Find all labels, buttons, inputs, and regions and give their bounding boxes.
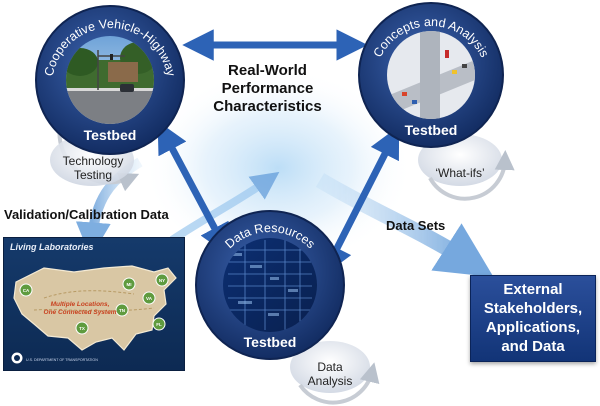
arc-data-analysis-fill [290,341,370,393]
arc-data-analysis [298,362,380,405]
hub-concepts-and-analysis: Concepts and Analysis Testbed [358,2,504,148]
hub-cooperative-vehicle-highway: Cooperative Vehicle-Highway Testbed [35,5,185,155]
label-technology-testing: Technology Testing [57,154,129,182]
marker-tx [75,321,89,335]
label-testing: Testing [73,168,113,182]
banner-line-2: One Connected System [44,309,117,316]
center-label-line-2: Performance [221,80,314,97]
external-line-3: Applications, [485,319,581,336]
banner-line-1: Multiple Locations, [51,301,110,308]
data-texture [223,238,317,332]
hub-concepts-badge: Testbed [405,122,458,138]
label-analysis: Analysis [307,374,353,388]
marker-label-ny: NY [159,278,165,283]
label-data-analysis: Data Analysis [300,360,360,388]
us-map: CA MI NY VA TN FL TX Multiple Locations,… [10,265,177,365]
marker-ca [19,283,33,297]
external-line-4: and Data [501,338,565,355]
marker-label-va: VA [146,296,153,301]
label-technology: Technology [62,154,124,168]
marker-label-tx: TX [79,326,85,331]
hub-cvh-badge: Testbed [84,127,137,143]
center-label-line-3: Characteristics [213,98,322,115]
external-line-1: External [503,281,563,298]
arc-whatifs [428,150,515,201]
hub-data-resources-badge: Testbed [244,334,297,350]
marker-mi [122,277,136,291]
location-markers [19,273,169,335]
center-label-line-1: Real-World [228,62,307,79]
arrow-right [322,125,400,277]
us-map-shape [13,265,177,351]
living-laboratories-panel: Living Laboratories CA MI NY VA TN FL TX… [3,237,185,371]
marker-label-tn: TN [119,308,125,313]
living-labs-title: Living Laboratories [10,242,94,252]
external-stakeholders-box: External Stakeholders, Applications, and… [470,275,596,362]
marker-ny [155,273,169,287]
label-data-sets: Data Sets [386,218,446,233]
center-label: Real-World Performance Characteristics [195,62,340,116]
living-labs-footer: U.S. DEPARTMENT OF TRANSPORTATION [26,358,98,362]
hub-data-resources: Data Resources Testbed [195,210,345,360]
external-line-2: Stakeholders, [483,300,583,317]
marker-label-ca: CA [23,288,30,293]
marker-label-fl: FL [156,322,162,327]
marker-label-mi: MI [127,282,132,287]
label-validation-calibration: Validation/Calibration Data [4,207,169,222]
dot-seal-center [14,355,20,361]
arrow-left [157,121,230,256]
marker-tn [115,303,129,317]
marker-va [142,291,156,305]
traffic-simulation-image [387,31,475,119]
label-data: Data [317,360,343,374]
label-what-ifs: ‘What-ifs’ [435,166,485,180]
marker-fl [152,317,166,331]
